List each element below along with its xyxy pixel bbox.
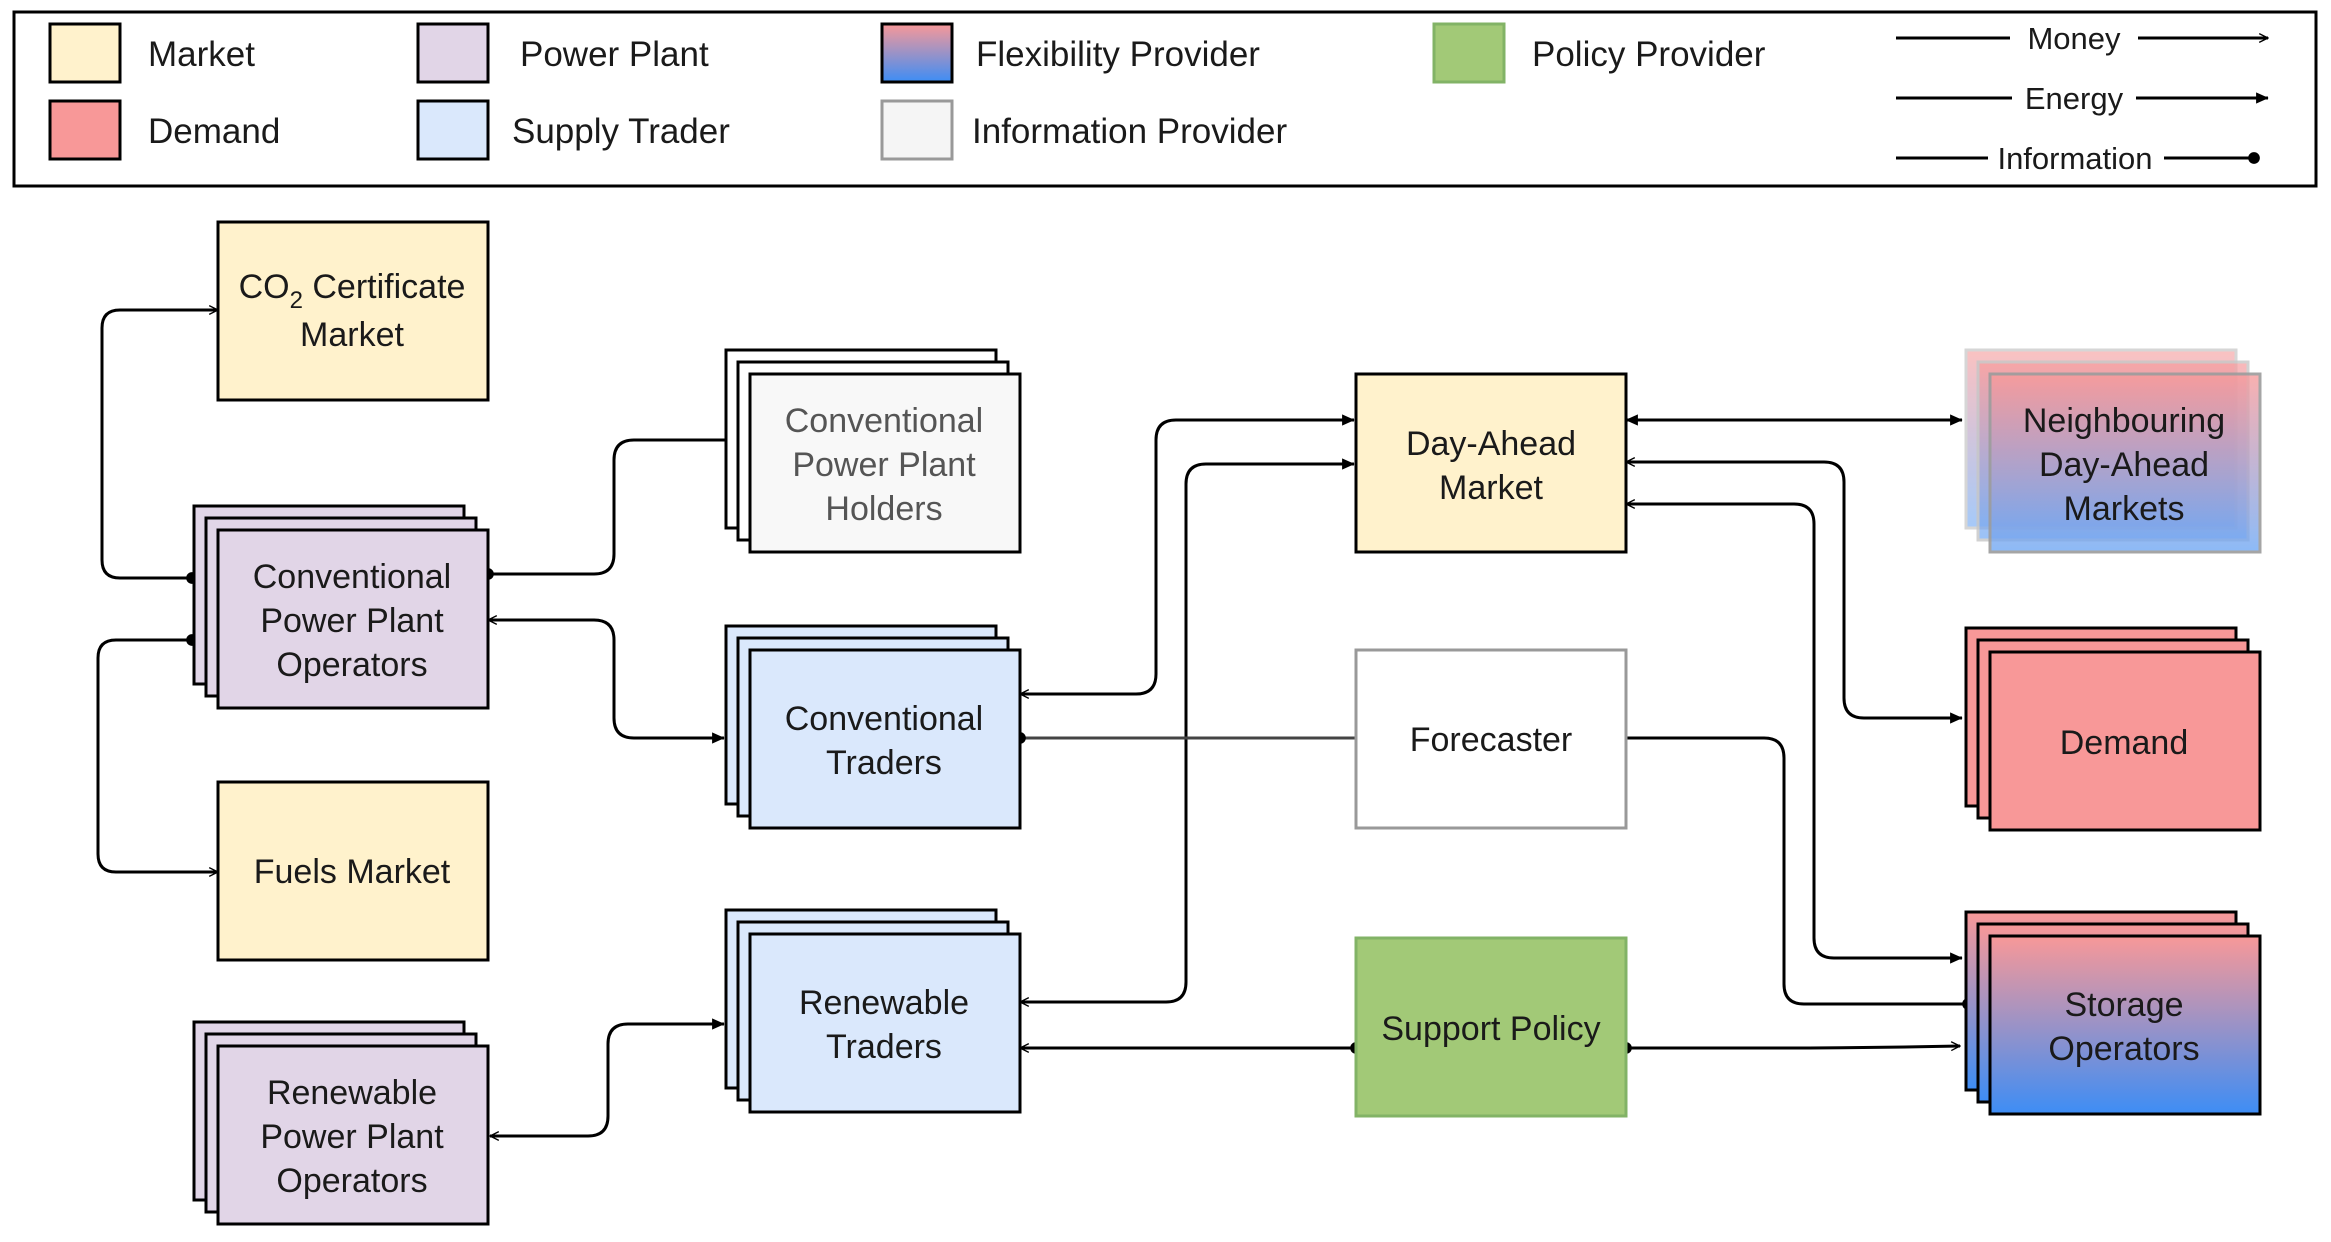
ren-operators-label-3: Operators (276, 1162, 427, 1200)
legend-swatch-flexibility-provider (880, 22, 954, 84)
node-storage-operators[interactable]: Storage Operators (1964, 910, 2262, 1116)
support-policy-box (1354, 936, 1628, 1118)
node-conventional-traders[interactable]: Conventional Traders (724, 624, 1022, 830)
edge-day-ahead-demand (1626, 462, 1962, 718)
legend-swatch-market (48, 22, 122, 84)
ren-operators-label-1: Renewable (267, 1074, 437, 1112)
node-demand[interactable]: Demand (1964, 626, 2262, 832)
edge-operators-conv-traders (488, 620, 724, 738)
conv-traders-box (748, 648, 1022, 830)
conv-operators-label-3: Operators (276, 646, 427, 684)
legend-label-policy-provider: Policy Provider (1532, 35, 1766, 74)
fuels-market-label: Fuels Market (254, 853, 451, 891)
legend-label-demand: Demand (148, 112, 280, 151)
legend-swatch-information-provider (880, 99, 954, 161)
neighbouring-label-3: Markets (2064, 490, 2185, 528)
ren-traders-box (748, 932, 1022, 1114)
ren-operators-label-2: Power Plant (260, 1118, 444, 1156)
edge-co2-market-operators (100, 310, 218, 578)
storage-label-1: Storage (2064, 986, 2183, 1024)
legend-label-energy: Energy (2025, 81, 2124, 116)
legend-swatch-supply-trader (416, 99, 490, 161)
neighbouring-label-2: Day-Ahead (2039, 446, 2209, 484)
node-day-ahead-market[interactable]: Day-Ahead Market (1354, 372, 1628, 554)
fuels-market-box (216, 780, 490, 962)
demand-label: Demand (2060, 724, 2189, 762)
legend-label-money: Money (2027, 21, 2121, 56)
node-conventional-power-plant-holders[interactable]: Conventional Power Plant Holders (724, 348, 1022, 554)
legend-label-flexibility-provider: Flexibility Provider (976, 35, 1260, 74)
ren-traders-label-2: Traders (826, 1028, 942, 1066)
edge-forecaster-storage (1626, 736, 1974, 1010)
legend-swatch-demand (48, 99, 122, 161)
legend-label-power-plant: Power Plant (520, 35, 709, 74)
node-renewable-power-plant-operators[interactable]: Renewable Power Plant Operators (192, 1020, 490, 1226)
co2-market-label-line1: CO2 Certificate (239, 268, 466, 314)
edge-support-policy-storage (1626, 1046, 1960, 1048)
conv-operators-label-1: Conventional (253, 558, 451, 596)
conv-traders-label-1: Conventional (785, 700, 983, 738)
edge-fuels-market-operators (96, 640, 218, 872)
edges (96, 310, 1974, 1136)
holders-box (748, 372, 1022, 554)
storage-label-2: Operators (2048, 1030, 2199, 1068)
demand-box (1988, 650, 2262, 832)
ren-traders-label-1: Renewable (799, 984, 969, 1022)
legend-label-information-provider: Information Provider (972, 112, 1287, 151)
legend-label-information: Information (1997, 141, 2152, 176)
legend-swatch-power-plant (416, 22, 490, 84)
node-renewable-traders[interactable]: Renewable Traders (724, 908, 1022, 1114)
conv-operators-box (216, 528, 490, 710)
day-ahead-label-2: Market (1439, 469, 1543, 507)
neighbouring-box (1988, 372, 2262, 554)
node-support-policy[interactable]: Support Policy (1354, 936, 1628, 1118)
forecaster-box (1354, 648, 1628, 830)
co2-market-label-line2: Market (300, 316, 404, 354)
edge-holders-operators (482, 438, 728, 580)
holders-label-1: Conventional (785, 402, 983, 440)
node-neighbouring-day-ahead-markets[interactable]: Neighbouring Day-Ahead Markets (1964, 348, 2262, 554)
forecaster-label: Forecaster (1410, 721, 1573, 759)
edge-ren-traders-day-ahead (1020, 464, 1354, 1002)
neighbouring-label-1: Neighbouring (2023, 402, 2225, 440)
node-forecaster[interactable]: Forecaster (1354, 648, 1628, 830)
conv-traders-label-2: Traders (826, 744, 942, 782)
ren-operators-box (216, 1044, 490, 1226)
legend-label-supply-trader: Supply Trader (512, 112, 730, 151)
legend: Market Demand Power Plant Supply Trader … (12, 10, 2318, 188)
node-conventional-power-plant-operators[interactable]: Conventional Power Plant Operators (192, 504, 490, 710)
co2-market-box (216, 220, 490, 402)
legend-swatch-policy-provider (1432, 22, 1506, 84)
conv-operators-label-2: Power Plant (260, 602, 444, 640)
holders-label-3: Holders (825, 490, 942, 528)
day-ahead-box (1354, 372, 1628, 554)
holders-label-2: Power Plant (792, 446, 976, 484)
legend-label-market: Market (148, 35, 255, 74)
node-fuels-market[interactable]: Fuels Market (216, 780, 490, 962)
day-ahead-label-1: Day-Ahead (1406, 425, 1576, 463)
storage-box (1988, 934, 2262, 1116)
edge-ren-operators-ren-traders (490, 1024, 724, 1136)
edge-day-ahead-storage (1626, 504, 1962, 958)
support-policy-label: Support Policy (1381, 1010, 1600, 1048)
node-co2-certificate-market[interactable]: CO2 Certificate Market (216, 220, 490, 402)
